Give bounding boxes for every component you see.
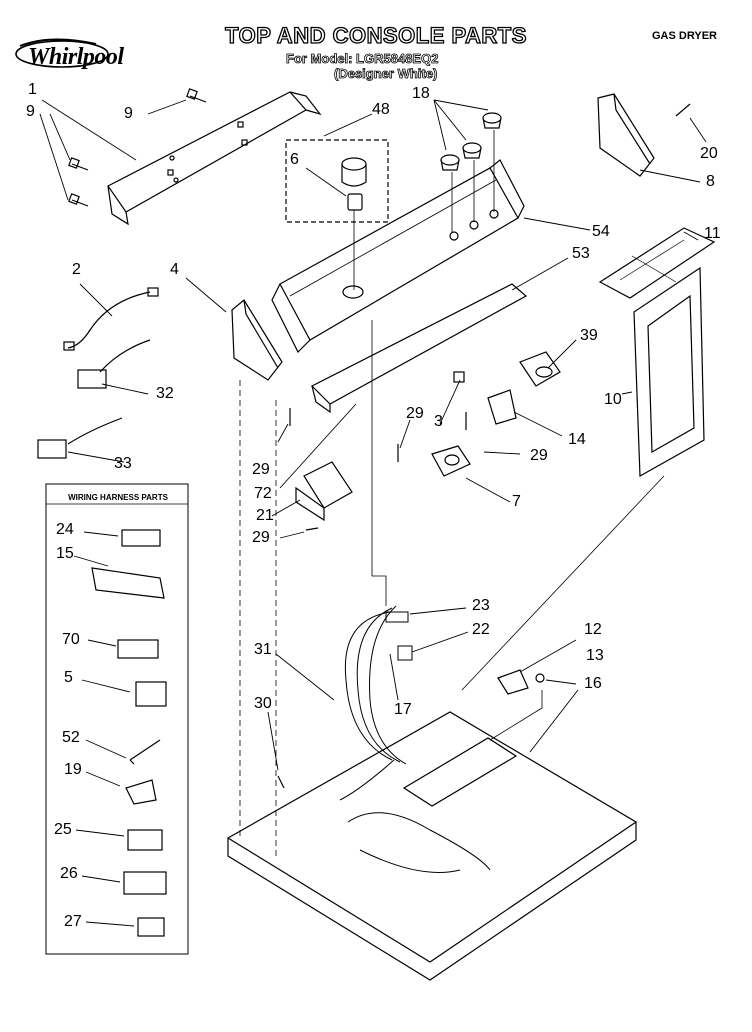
- switch-component: [431, 351, 561, 477]
- console-end-cap: [231, 299, 283, 381]
- callout-31: 31: [254, 641, 272, 658]
- main-wire-harness: [339, 605, 491, 873]
- screw-icon: [68, 88, 207, 207]
- callout-48: 48: [372, 101, 390, 118]
- callout-29: 29: [530, 447, 548, 464]
- callout-23: 23: [472, 597, 490, 614]
- callout-22: 22: [472, 621, 490, 638]
- callout-15: 15: [56, 545, 74, 562]
- callout-29: 29: [406, 405, 424, 422]
- callout-arrows: [39, 99, 707, 927]
- timer-assembly: [295, 461, 353, 522]
- callout-25: 25: [54, 821, 72, 838]
- wire-harness: [37, 287, 159, 459]
- callout-8: 8: [706, 173, 715, 190]
- callout-32: 32: [156, 385, 174, 402]
- rear-top-panel: [107, 91, 322, 226]
- lint-screen-cover: [598, 227, 716, 299]
- callout-27: 27: [64, 913, 82, 930]
- callout-14: 14: [568, 431, 586, 448]
- top-panel-base: [226, 711, 638, 981]
- callout-26: 26: [60, 865, 78, 882]
- callout-29: 29: [252, 461, 270, 478]
- callout-16: 16: [584, 675, 602, 692]
- leader-lines: [239, 130, 665, 860]
- callout-39: 39: [580, 327, 598, 344]
- callout-10: 10: [604, 391, 622, 408]
- callout-29: 29: [252, 529, 270, 546]
- right-end-cap: [597, 93, 655, 177]
- callout-6: 6: [290, 151, 299, 168]
- callout-30: 30: [254, 695, 272, 712]
- brand-logo: Whirlpool: [28, 44, 124, 70]
- screw-icon: [675, 103, 691, 117]
- wiring-harness-parts-box: [45, 483, 189, 955]
- timer-knob-icon: [341, 157, 367, 211]
- callout-13: 13: [586, 647, 604, 664]
- callout-21: 21: [256, 507, 274, 524]
- callout-3: 3: [434, 413, 443, 430]
- callout-5: 5: [64, 669, 73, 686]
- screw-icon: [289, 408, 467, 531]
- model-number: For Model: LGR5848EQ2: [286, 51, 439, 67]
- callout-11: 11: [704, 225, 721, 242]
- callout-12: 12: [584, 621, 602, 638]
- model-variant: (Designer White): [334, 66, 438, 82]
- callout-19: 19: [64, 761, 82, 778]
- callout-24: 24: [56, 521, 74, 538]
- page-title: TOP AND CONSOLE PARTS: [224, 22, 527, 48]
- callout-72: 72: [254, 485, 272, 502]
- clip-icon: [277, 775, 285, 789]
- timer-knob-group-box: [285, 139, 389, 223]
- callout-52: 52: [62, 729, 80, 746]
- callout-9: 9: [26, 103, 35, 120]
- callout-2: 2: [72, 261, 81, 278]
- lint-duct: [633, 266, 705, 478]
- callout-9: 9: [124, 105, 133, 122]
- callout-33: 33: [114, 455, 132, 472]
- callout-18: 18: [412, 85, 430, 102]
- callout-4: 4: [170, 261, 179, 278]
- console-mounting-bracket: [310, 283, 528, 414]
- callout-7: 7: [512, 493, 521, 510]
- whirlpool-logo-icon: [15, 38, 109, 68]
- callout-70: 70: [62, 631, 80, 648]
- door-switch-icon: [497, 669, 545, 695]
- harness-box-title: WIRING HARNESS PARTS: [68, 493, 168, 502]
- control-knob-icon: [440, 112, 502, 171]
- console-panel: [271, 159, 525, 354]
- callout-17: 17: [394, 701, 412, 718]
- product-type: GAS DRYER: [652, 30, 717, 42]
- callout-20: 20: [700, 145, 718, 162]
- callout-53: 53: [572, 245, 590, 262]
- callout-54: 54: [592, 223, 610, 240]
- callout-1: 1: [28, 81, 37, 98]
- connector-icon: [91, 529, 167, 937]
